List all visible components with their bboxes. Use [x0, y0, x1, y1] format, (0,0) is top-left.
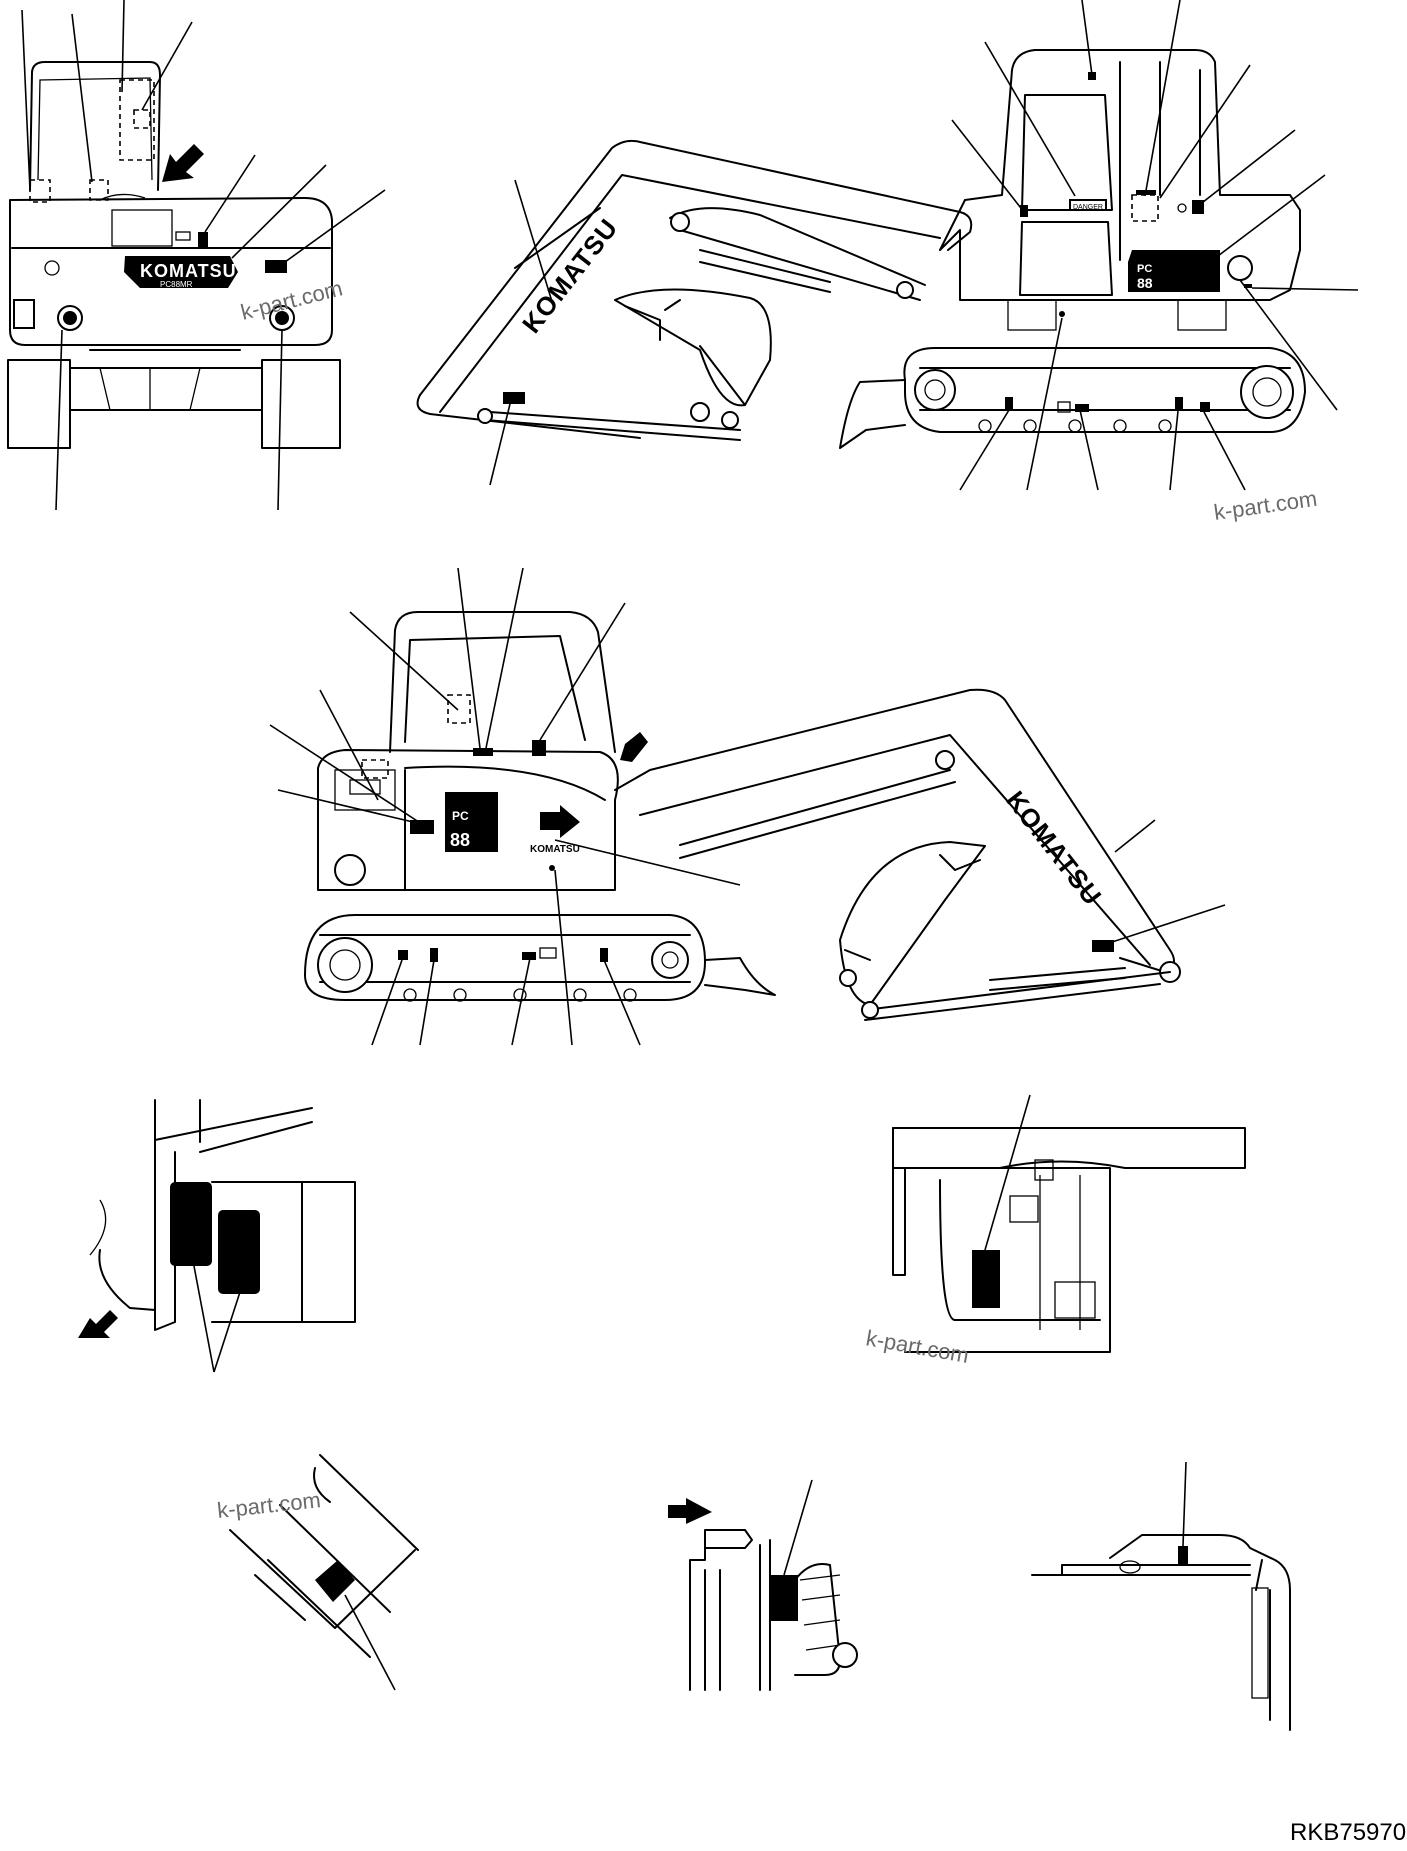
- right-side-view: PC 88 KOMATSU KOMATSU: [269, 567, 1226, 1046]
- detail-c: k-part.com: [216, 1454, 419, 1691]
- rear-logo-text: KOMATSU: [140, 261, 237, 281]
- side-model-number: 88: [1137, 275, 1153, 291]
- right-logo-text: KOMATSU: [530, 844, 580, 855]
- rear-view: KOMATSU PC88MR: [7, 0, 386, 511]
- watermark-3: k-part.com: [864, 1325, 971, 1368]
- right-model-prefix: PC: [452, 809, 469, 823]
- watermark-4: k-part.com: [216, 1487, 322, 1523]
- arm-logo-text: KOMATSU: [516, 213, 624, 339]
- drawing-code: RKB75970: [1290, 1819, 1406, 1846]
- right-model-number: 88: [450, 830, 470, 850]
- watermark-1: k-part.com: [1212, 486, 1318, 525]
- boom-logo-text: KOMATSU: [1000, 785, 1108, 911]
- side-model-prefix: PC: [1137, 263, 1152, 275]
- detail-d: [668, 1479, 858, 1691]
- rear-model-text: PC88MR: [160, 280, 193, 289]
- svg-text:KOMATSU: KOMATSU: [140, 261, 237, 281]
- left-side-view: KOMATSU DANGER PC 88: [238, 0, 1359, 525]
- cab-decal-text: DANGER: [1073, 204, 1103, 211]
- detail-a: [78, 1099, 356, 1373]
- detail-b: k-part.com: [864, 1094, 1246, 1368]
- detail-e: [1031, 1461, 1291, 1731]
